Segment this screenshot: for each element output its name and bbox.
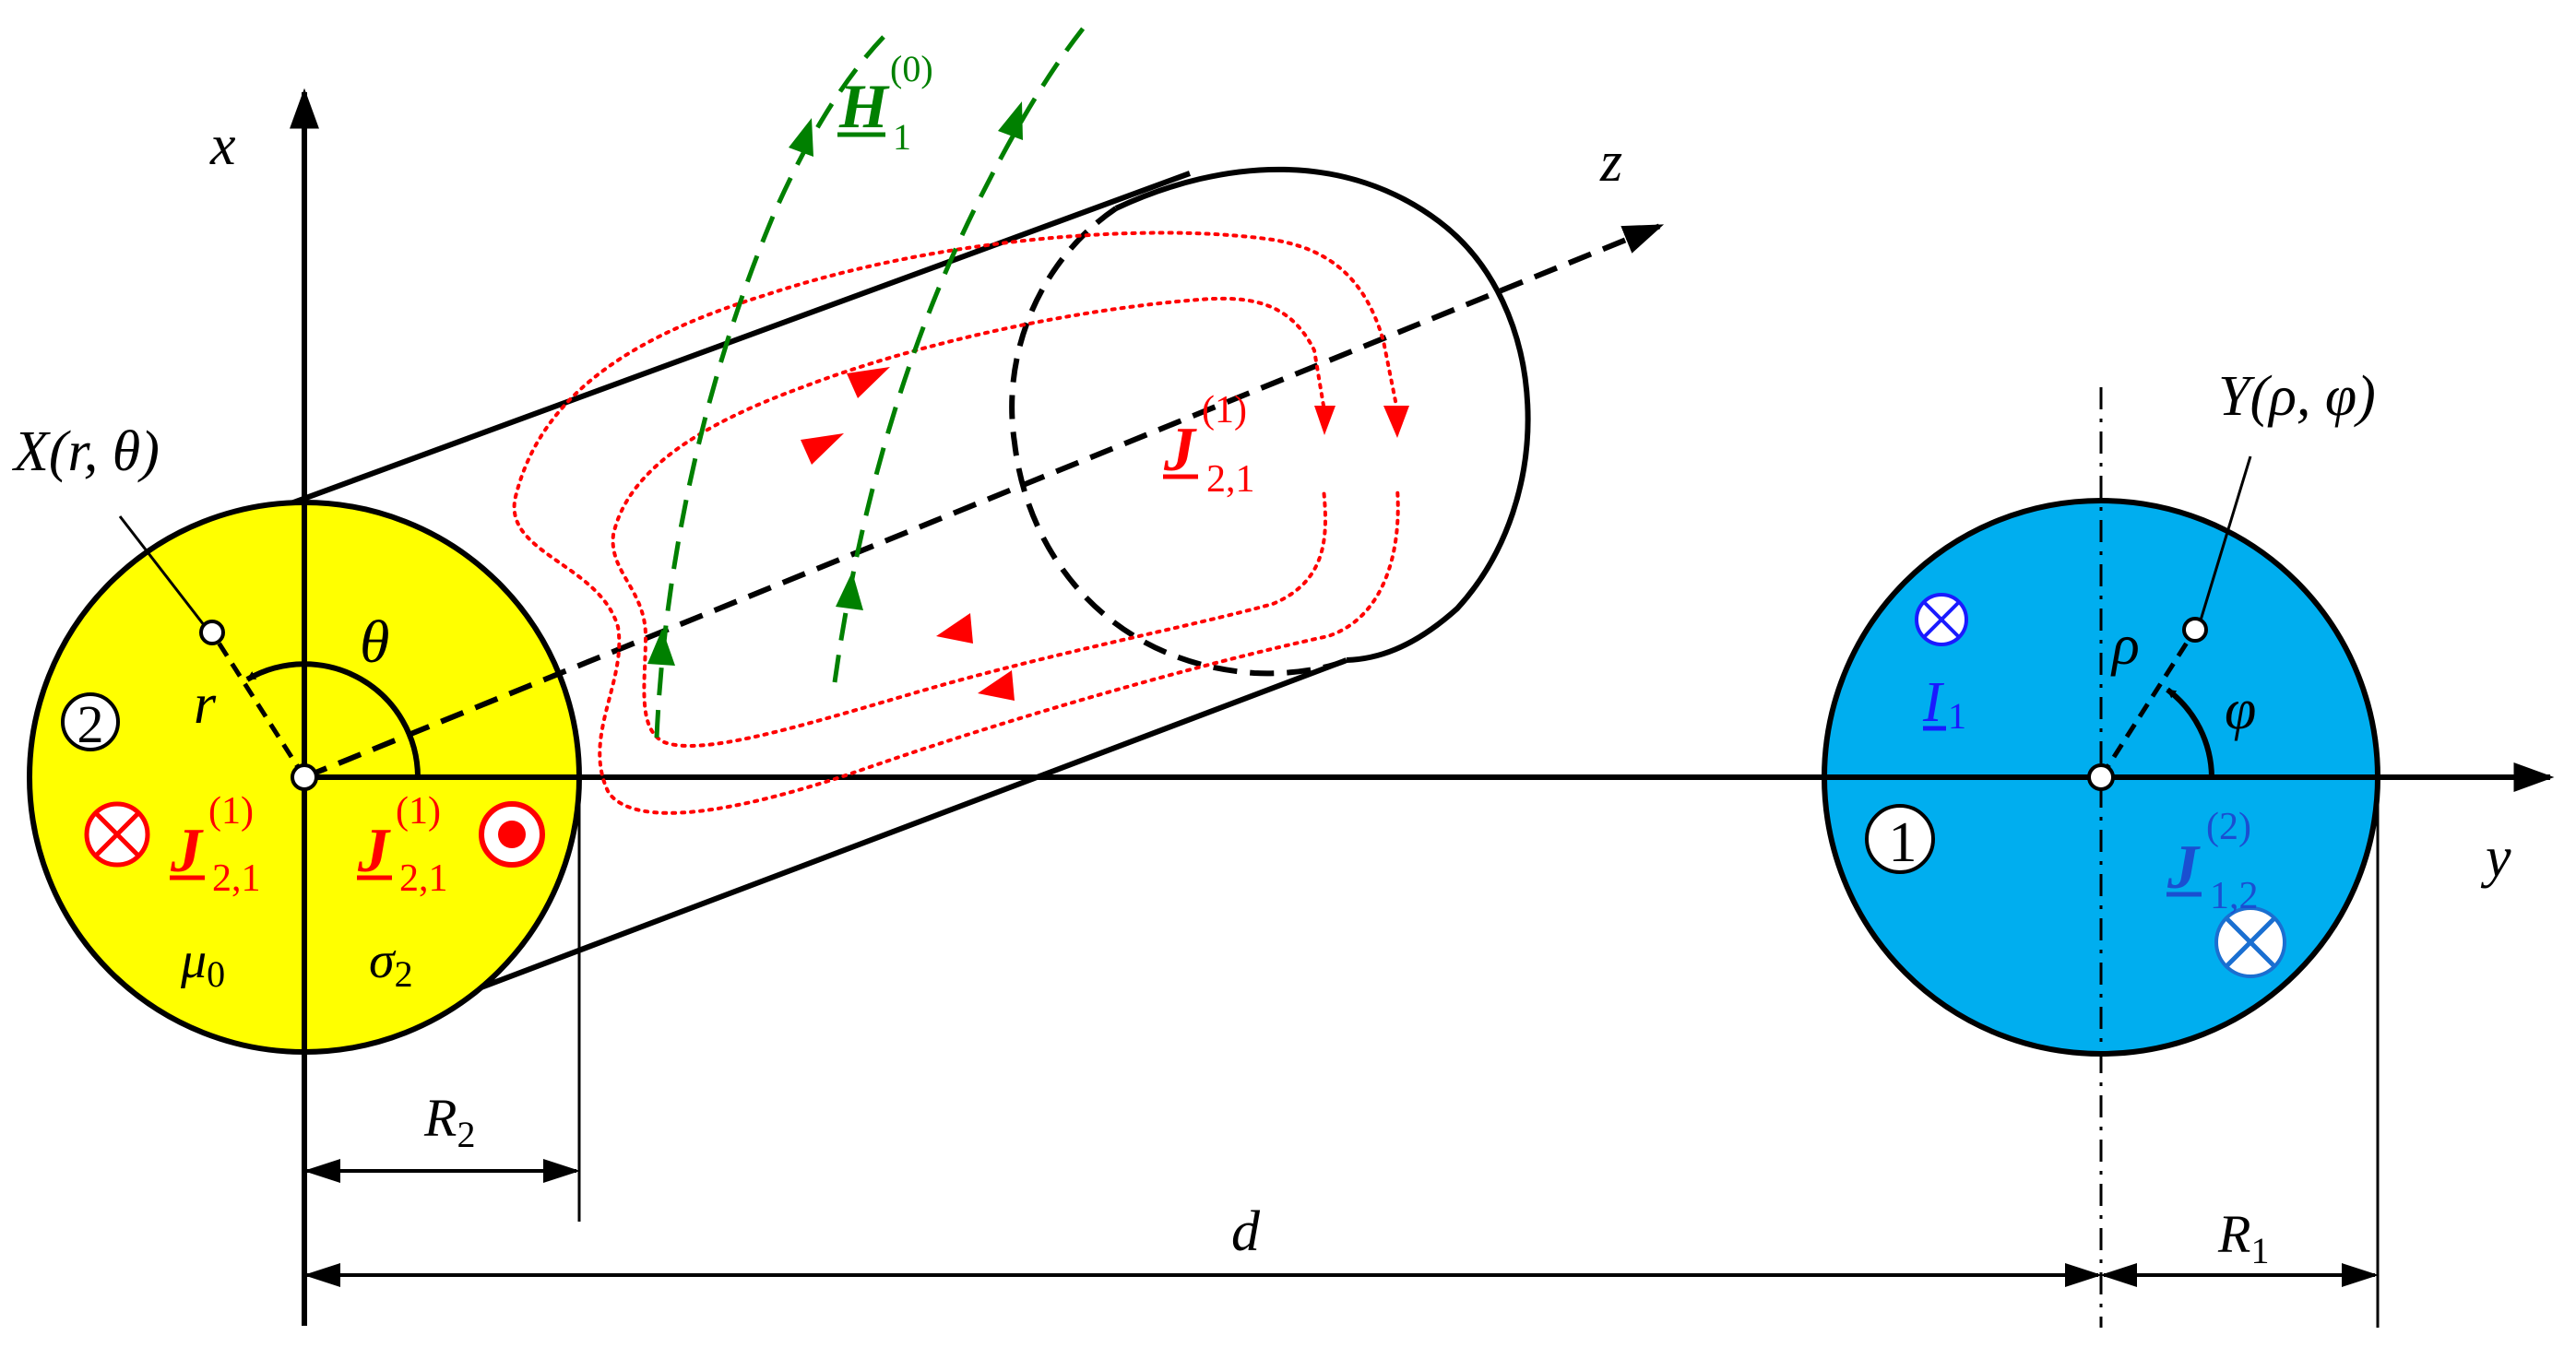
circle-cross-icon	[2214, 906, 2286, 978]
r-label: r	[194, 673, 217, 736]
region-2-number: 2	[77, 694, 104, 754]
svg-text:H: H	[838, 71, 890, 141]
eddy-loop-inner	[611, 296, 1327, 748]
region-1-number: 1	[1889, 811, 1917, 874]
d-dim-label: d	[1231, 1200, 1261, 1263]
x-point-leader	[118, 515, 209, 631]
field-arrow-3	[789, 118, 813, 157]
eddy-current-arrows	[801, 367, 1409, 701]
field-arrow-4	[998, 101, 1023, 140]
svg-text:1: 1	[1948, 695, 1966, 737]
radius-r-line	[209, 631, 307, 779]
eddy-loop-outer	[512, 230, 1400, 815]
point-x-label: X(r, θ)	[11, 420, 160, 483]
theta-label: θ	[360, 609, 389, 676]
rho-label: ρ	[2110, 614, 2140, 677]
point-y-marker	[2182, 617, 2208, 643]
magnetic-field-lines	[654, 17, 1093, 738]
circle-cross-icon	[84, 801, 150, 868]
region-1-circle	[1865, 804, 1935, 874]
cylinder-bottom-edge	[409, 657, 1348, 1017]
loop-j21-label: J (1) 2,1	[1163, 389, 1255, 501]
z-axis-label: z	[1599, 131, 1622, 194]
eddy-current-loops	[512, 230, 1400, 815]
x-axis-label: x	[209, 114, 236, 177]
eddy-arrow-3	[936, 613, 973, 644]
radius-rho-line	[2098, 628, 2198, 779]
h-field-label: H (0) 1	[837, 48, 933, 158]
eddy-arrow-2	[801, 433, 844, 465]
theta-arc	[245, 661, 421, 778]
y-axis-label: y	[2480, 826, 2511, 889]
point-y-label: Y(ρ, φ)	[2218, 365, 2376, 428]
eddy-arrow-6	[1383, 406, 1409, 438]
svg-text:J: J	[357, 815, 391, 885]
labels: x z y X(r, θ) r θ 2 1 J (1) 2,1 J (1) 2,…	[11, 48, 2511, 1271]
circle-dot-icon	[479, 801, 545, 868]
svg-text:(2): (2)	[2206, 806, 2251, 848]
y-point-leader	[2198, 455, 2252, 624]
cylinder-end-hidden	[1009, 206, 1348, 677]
svg-text:J: J	[2166, 832, 2201, 902]
point-x-marker	[199, 620, 225, 645]
field-line-2	[832, 17, 1093, 683]
j12-label: J (2) 1,2	[2166, 806, 2259, 917]
svg-text:1,2: 1,2	[2210, 875, 2259, 917]
j21-right-label: J (1) 2,1	[357, 790, 448, 900]
j21-left-label: J (1) 2,1	[170, 790, 261, 900]
svg-text:(1): (1)	[396, 790, 441, 833]
field-line-arrows	[647, 101, 1023, 666]
svg-text:2,1: 2,1	[399, 857, 448, 900]
field-arrow-1	[647, 629, 675, 666]
cylinder-body	[229, 166, 1531, 1017]
svg-text:J: J	[1163, 414, 1197, 484]
svg-text:(0): (0)	[890, 48, 933, 89]
region-2-circle	[61, 692, 120, 751]
svg-text:J: J	[170, 815, 204, 885]
eddy-arrow-5	[1314, 406, 1335, 435]
origin-2-marker	[291, 763, 318, 791]
eddy-arrow-1	[847, 367, 890, 398]
cylinder-end-solid	[1114, 166, 1531, 663]
circle-cross-icon	[1915, 593, 1968, 646]
r1-dim-label: R1	[2217, 1204, 2269, 1271]
origin-1-marker	[2087, 763, 2115, 791]
sigma-label: σ2	[369, 932, 413, 995]
z-axis	[303, 223, 1665, 780]
phi-arc	[2166, 687, 2214, 778]
svg-text:1: 1	[893, 116, 911, 158]
svg-text:(1): (1)	[208, 790, 254, 833]
r2-dim-label: R2	[423, 1088, 475, 1155]
field-line-1	[654, 35, 885, 738]
mu-label: μ0	[180, 932, 225, 995]
svg-text:I: I	[1922, 671, 1945, 734]
field-arrow-2	[836, 572, 863, 610]
cylinder-top-edge	[229, 171, 1192, 528]
phi-label: φ	[2225, 679, 2256, 741]
svg-text:(1): (1)	[1202, 389, 1247, 431]
eddy-arrow-4	[978, 670, 1015, 701]
svg-text:2,1: 2,1	[212, 857, 261, 900]
i1-label: I 1	[1922, 671, 1966, 737]
svg-text:2,1: 2,1	[1206, 458, 1255, 501]
